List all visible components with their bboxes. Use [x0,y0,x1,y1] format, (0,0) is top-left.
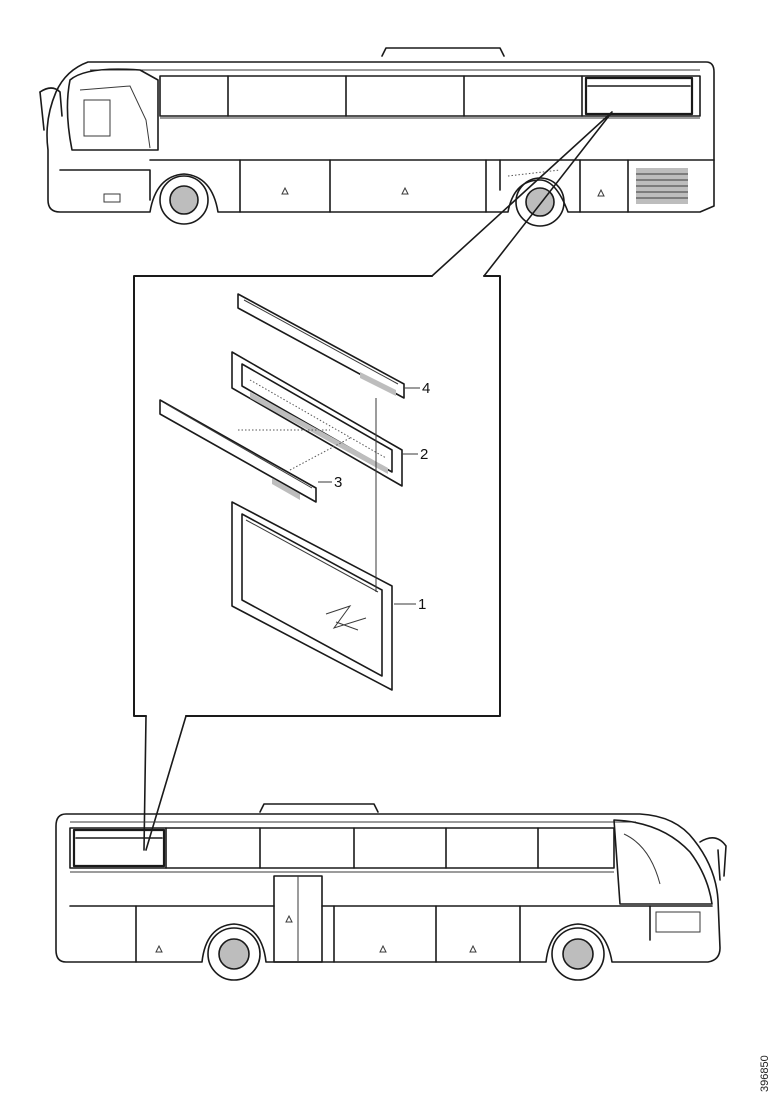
bus-bottom-view [55,803,727,981]
part-3-lower-strip [159,399,317,503]
callout-label-4: 4 [422,380,430,397]
highlighted-window-top [584,76,694,116]
callout-label-3: 3 [334,474,342,491]
highlighted-window-bottom [72,828,166,868]
callout-label-2: 2 [420,446,428,463]
part-2-frame [231,351,403,487]
part-4-cover-strip [237,293,405,399]
part-1-window-pane [231,501,393,691]
drawing-code: 396850 [759,1055,771,1092]
callout-pointer-top [431,111,613,277]
callout-label-1: 1 [418,596,426,613]
detail-frame [133,275,501,717]
bus-top-view [39,47,715,227]
assembly-guide-lines [238,398,377,592]
